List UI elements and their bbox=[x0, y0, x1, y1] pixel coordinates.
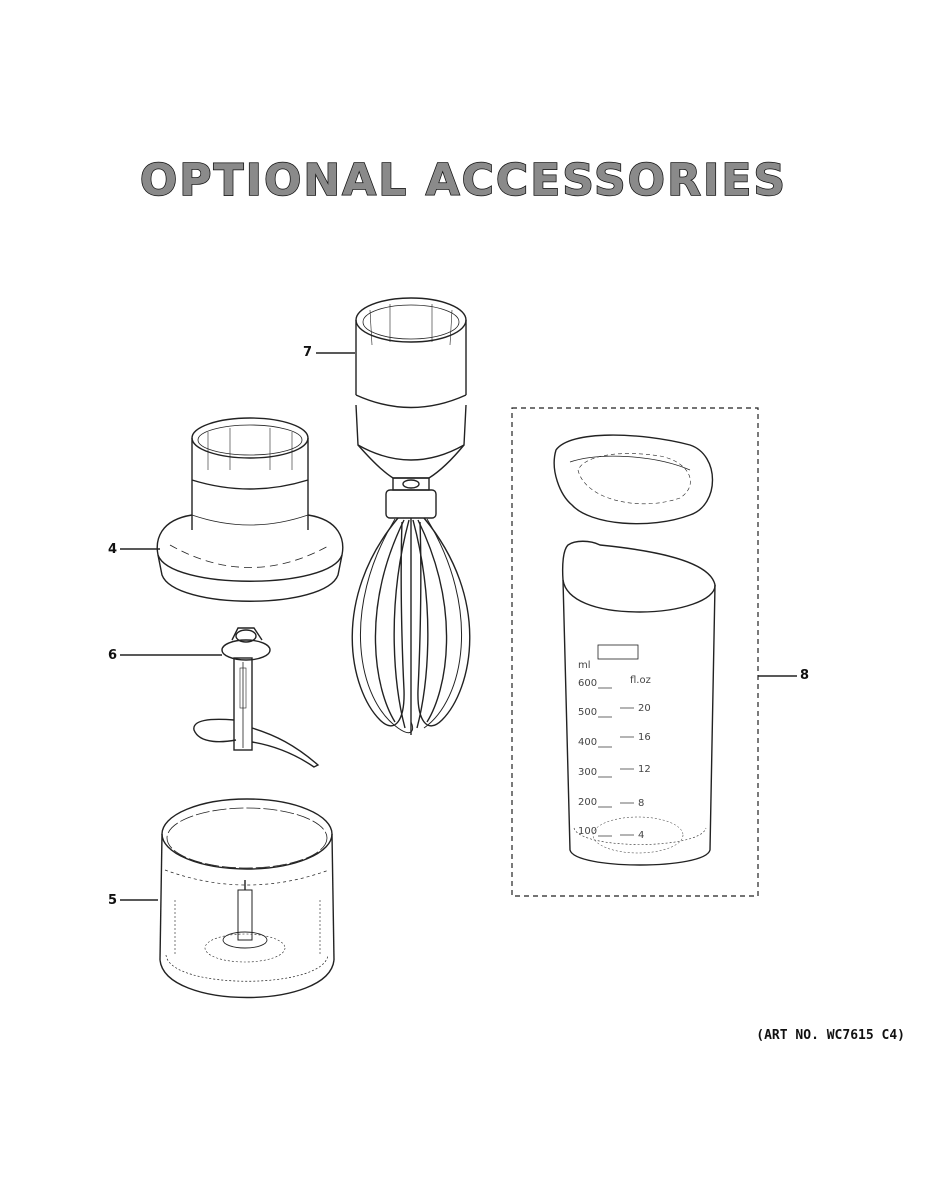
ml-mark-2: 400 bbox=[578, 737, 597, 748]
oz-mark-0: 20 bbox=[638, 703, 651, 714]
chopper-bowl-part-5 bbox=[159, 798, 335, 999]
ml-mark-3: 300 bbox=[578, 767, 597, 778]
page-title: OPTIONAL ACCESSORIES bbox=[139, 154, 788, 207]
oz-mark-4: 4 bbox=[638, 830, 644, 841]
beaker-group-outline bbox=[511, 407, 759, 897]
chopper-lid-part-4 bbox=[156, 417, 344, 602]
chopper-blade-part-6 bbox=[193, 627, 320, 768]
oz-mark-3: 8 bbox=[638, 798, 644, 809]
ml-mark-5: 100 bbox=[578, 826, 597, 837]
callout-label-7: 7 bbox=[303, 345, 313, 360]
ml-mark-0: 600 bbox=[578, 678, 597, 689]
beaker-tick-marks bbox=[598, 687, 634, 837]
beaker-lid bbox=[553, 434, 714, 525]
whisk-attachment-part-7 bbox=[351, 297, 471, 735]
ml-mark-1: 500 bbox=[578, 707, 597, 718]
beaker-unit-ml: ml bbox=[578, 660, 591, 671]
measuring-beaker-part-8 bbox=[561, 540, 716, 866]
callout-label-8: 8 bbox=[800, 668, 810, 683]
oz-mark-1: 16 bbox=[638, 732, 651, 743]
callout-label-4: 4 bbox=[108, 542, 118, 557]
ml-mark-4: 200 bbox=[578, 797, 597, 808]
oz-mark-2: 12 bbox=[638, 764, 651, 775]
art-number: (ART NO. WC7615 C4) bbox=[756, 1028, 905, 1043]
beaker-scale: ml fl.oz 600 500 400 300 200 100 20 16 1… bbox=[578, 660, 651, 841]
callout-label-5: 5 bbox=[108, 893, 118, 908]
beaker-unit-oz: fl.oz bbox=[630, 675, 651, 686]
callout-label-6: 6 bbox=[108, 648, 118, 663]
